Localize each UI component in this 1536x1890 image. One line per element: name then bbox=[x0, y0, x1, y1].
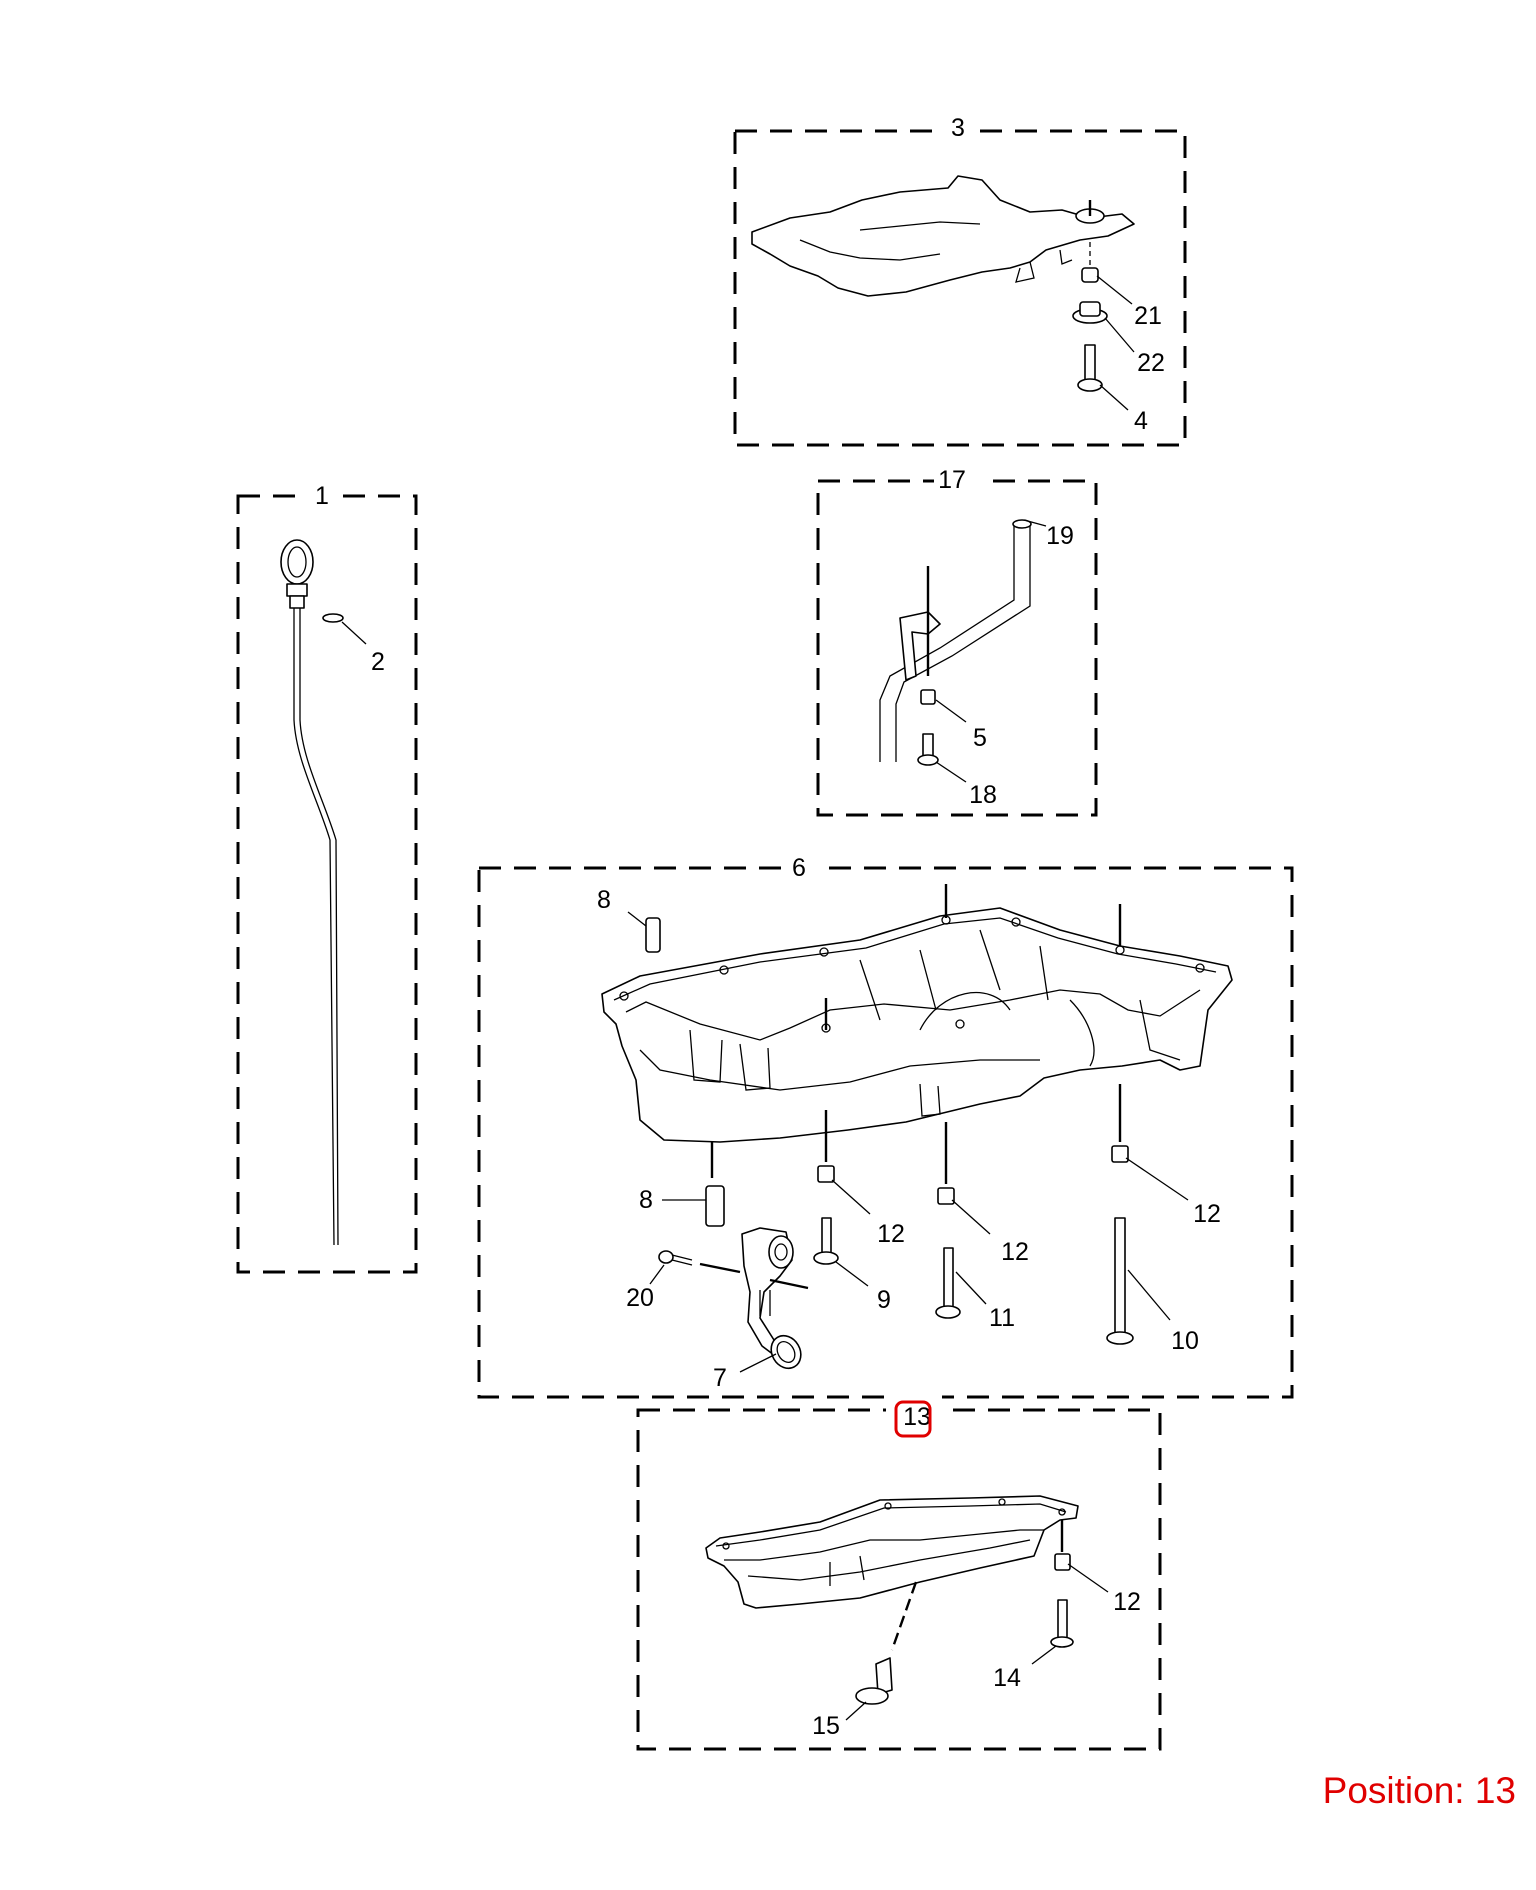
part-10-bolt[interactable] bbox=[1114, 1217, 1126, 1337]
lower-oil-pan[interactable] bbox=[705, 1495, 1079, 1609]
callout-8-lower[interactable]: 8 bbox=[639, 1186, 653, 1214]
callout-18[interactable]: 18 bbox=[969, 781, 997, 809]
callout-22[interactable]: 22 bbox=[1137, 349, 1165, 377]
part-12-nut-a[interactable] bbox=[817, 1165, 835, 1183]
group-17-label-gap bbox=[934, 458, 986, 494]
callout-12-a[interactable]: 12 bbox=[877, 1220, 905, 1248]
group-13[interactable]: 13 12 14 15 bbox=[636, 1386, 1162, 1751]
group-13-label[interactable]: 13 bbox=[903, 1403, 931, 1431]
callout-10[interactable]: 10 bbox=[1171, 1327, 1199, 1355]
callout-21[interactable]: 21 bbox=[1134, 302, 1162, 330]
callout-9[interactable]: 9 bbox=[877, 1286, 891, 1314]
callout-12-d[interactable]: 12 bbox=[1113, 1588, 1141, 1616]
upper-oil-pan[interactable] bbox=[601, 907, 1233, 1143]
part-12-nut-d[interactable] bbox=[1054, 1553, 1071, 1571]
callout-5[interactable]: 5 bbox=[973, 724, 987, 752]
part-4-bolt[interactable] bbox=[1084, 344, 1096, 381]
callout-20[interactable]: 20 bbox=[626, 1284, 654, 1312]
part-12-nut-c[interactable] bbox=[1111, 1145, 1129, 1163]
group-1-label-gap bbox=[306, 474, 340, 510]
callout-19[interactable]: 19 bbox=[1046, 522, 1074, 550]
callout-14[interactable]: 14 bbox=[993, 1664, 1021, 1692]
callout-2[interactable]: 2 bbox=[371, 648, 385, 676]
group-6[interactable]: 6 8 8 bbox=[477, 846, 1294, 1399]
callout-8-upper[interactable]: 8 bbox=[597, 886, 611, 914]
heat-shield[interactable] bbox=[751, 175, 1135, 297]
group-3-label-gap bbox=[938, 106, 978, 144]
callout-4[interactable]: 4 bbox=[1134, 407, 1148, 435]
selection-highlight[interactable] bbox=[894, 1400, 932, 1438]
group-6-label-gap bbox=[782, 846, 816, 882]
part-9-bolt[interactable] bbox=[821, 1217, 832, 1257]
part-8-dowel-lower[interactable] bbox=[705, 1185, 725, 1227]
group-17[interactable]: 17 19 5 18 bbox=[816, 458, 1098, 817]
part-8-dowel-upper[interactable] bbox=[645, 917, 661, 953]
tube-bracket bbox=[899, 611, 941, 681]
part-21-nut[interactable] bbox=[1081, 267, 1099, 283]
group-1-label[interactable]: 1 bbox=[315, 482, 329, 510]
part-2-oring[interactable] bbox=[322, 613, 344, 623]
group-6-label[interactable]: 6 bbox=[792, 854, 806, 882]
group-6-frame bbox=[477, 866, 1294, 1399]
group-17-frame bbox=[816, 479, 1098, 817]
callout-12-b[interactable]: 12 bbox=[1001, 1238, 1029, 1266]
callout-11[interactable]: 11 bbox=[989, 1304, 1015, 1332]
part-12-nut-b[interactable] bbox=[937, 1187, 955, 1205]
group-1[interactable]: 1 2 bbox=[236, 474, 418, 1274]
group-3[interactable]: 3 21 22 4 bbox=[733, 106, 1187, 447]
part-11-bolt[interactable] bbox=[943, 1247, 954, 1311]
group-17-label[interactable]: 17 bbox=[938, 466, 966, 494]
part-15-drain-plug[interactable] bbox=[875, 1657, 893, 1695]
callout-12-c[interactable]: 12 bbox=[1193, 1200, 1221, 1228]
group-1-frame bbox=[236, 494, 418, 1274]
part-5-nut[interactable] bbox=[920, 689, 936, 705]
callout-7[interactable]: 7 bbox=[713, 1364, 727, 1392]
dipstick-blade[interactable] bbox=[293, 608, 339, 1246]
part-20-bolt[interactable] bbox=[658, 1250, 674, 1264]
part-19-seal[interactable] bbox=[1012, 519, 1032, 529]
part-14-bolt[interactable] bbox=[1057, 1599, 1068, 1641]
position-indicator: Position: 13 bbox=[1322, 1770, 1516, 1811]
callout-15[interactable]: 15 bbox=[812, 1712, 840, 1740]
group-3-label[interactable]: 3 bbox=[951, 114, 965, 142]
